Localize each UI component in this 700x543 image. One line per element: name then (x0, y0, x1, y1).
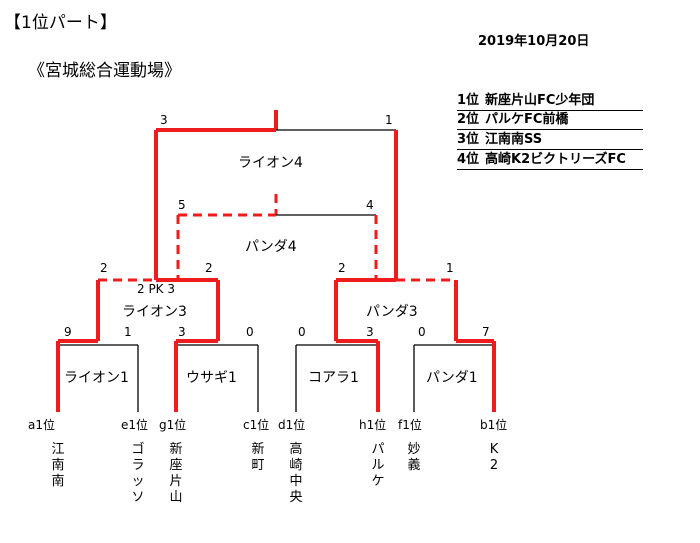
score-r1m3-left: 0 (298, 325, 306, 339)
match-name-r1m2: ウサギ1 (186, 370, 237, 386)
ranking-row: 3位江南南SS (457, 131, 643, 150)
match-name-semi1: ライオン3 (122, 304, 187, 320)
match-name-r1m3: コアラ1 (308, 370, 359, 386)
team-name: 江南南 (51, 442, 65, 489)
ranking-position: 4位 (457, 152, 480, 167)
team-name: パルケ (371, 442, 385, 489)
ranking-row: 1位新座片山FC少年団 (457, 92, 643, 111)
ranking-position: 2位 (457, 112, 480, 127)
score-semi1-left: 2 (100, 261, 108, 275)
score-third-right: 4 (366, 198, 374, 212)
score-semi2-right: 1 (446, 261, 454, 275)
team-name: 新座片山 (169, 442, 183, 505)
ranking-team: 江南南SS (485, 132, 543, 147)
pk-note: 2 PK 3 (137, 282, 175, 296)
ranking-row: 2位パルケFC前橋 (457, 111, 643, 130)
score-third-left: 5 (178, 198, 186, 212)
score-r1m1-left: 9 (64, 325, 72, 339)
score-semi2-left: 2 (338, 261, 346, 275)
score-r1m2-right: 0 (246, 325, 254, 339)
match-name-r1m4: パンダ1 (426, 370, 478, 386)
ranking-position: 1位 (457, 93, 480, 108)
team-name: 高崎中央 (289, 442, 303, 505)
date-label: 2019年10月20日 (478, 34, 590, 49)
seed-label: b1位 (480, 418, 508, 432)
score-r1m4-right: 7 (482, 325, 490, 339)
score-r1m3-right: 3 (366, 325, 374, 339)
ranking-team: 高崎K2ビクトリーズFC (485, 152, 626, 167)
match-name-r1m1: ライオン1 (64, 370, 129, 386)
score-final-right: 1 (385, 113, 393, 127)
seed-label: c1位 (243, 418, 270, 432)
ranking-team: パルケFC前橋 (485, 112, 569, 127)
team-name: ゴラッソ (131, 442, 145, 505)
match-name-semi2: パンダ3 (366, 304, 418, 320)
seed-label: d1位 (278, 418, 306, 432)
match-name-final: ライオン4 (238, 155, 303, 171)
seed-label: h1位 (359, 418, 387, 432)
score-final-left: 3 (160, 113, 168, 127)
team-name: 新町 (251, 442, 265, 473)
score-r1m4-left: 0 (418, 325, 426, 339)
ranking-team: 新座片山FC少年団 (485, 93, 595, 108)
score-r1m1-right: 1 (124, 325, 132, 339)
seed-label: e1位 (121, 418, 149, 432)
seed-label: a1位 (28, 418, 55, 432)
match-name-third: パンダ4 (245, 239, 297, 255)
venue-label: 《宮城総合運動場》 (28, 61, 181, 81)
team-name: 妙義 (407, 442, 421, 473)
score-r1m2-left: 3 (178, 325, 186, 339)
seed-label: f1位 (398, 418, 422, 432)
ranking-row: 4位高崎K2ビクトリーズFC (457, 151, 643, 170)
ranking-position: 3位 (457, 132, 480, 147)
score-semi1-right: 2 (205, 261, 213, 275)
team-name: K2 (489, 442, 499, 473)
page-title: 【1位パート】 (4, 13, 117, 33)
seed-label: g1位 (159, 418, 187, 432)
